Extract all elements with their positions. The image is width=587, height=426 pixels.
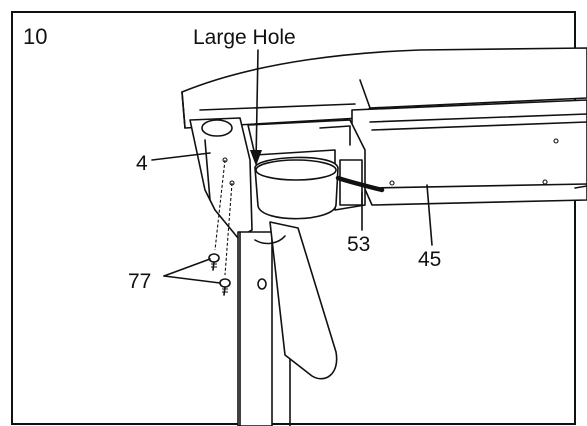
callout-large-hole: Large Hole <box>193 26 296 49</box>
frame-rail-45 <box>351 99 587 206</box>
large-hole <box>254 156 339 220</box>
callout-part-77: 77 <box>128 270 151 293</box>
step-number: 10 <box>23 24 47 49</box>
screw-upper <box>208 253 220 271</box>
callout-part-4: 4 <box>136 152 148 175</box>
figure-frame <box>11 11 576 425</box>
callout-part-53: 53 <box>347 233 370 256</box>
wire-53 <box>335 175 385 193</box>
leader-lines <box>151 49 433 284</box>
console-top <box>181 47 587 129</box>
callout-part-45: 45 <box>418 248 441 271</box>
upright-bracket-4 <box>189 117 253 239</box>
screw-lower <box>219 278 231 296</box>
upright-tube <box>237 221 338 426</box>
screws-77 <box>208 159 233 296</box>
